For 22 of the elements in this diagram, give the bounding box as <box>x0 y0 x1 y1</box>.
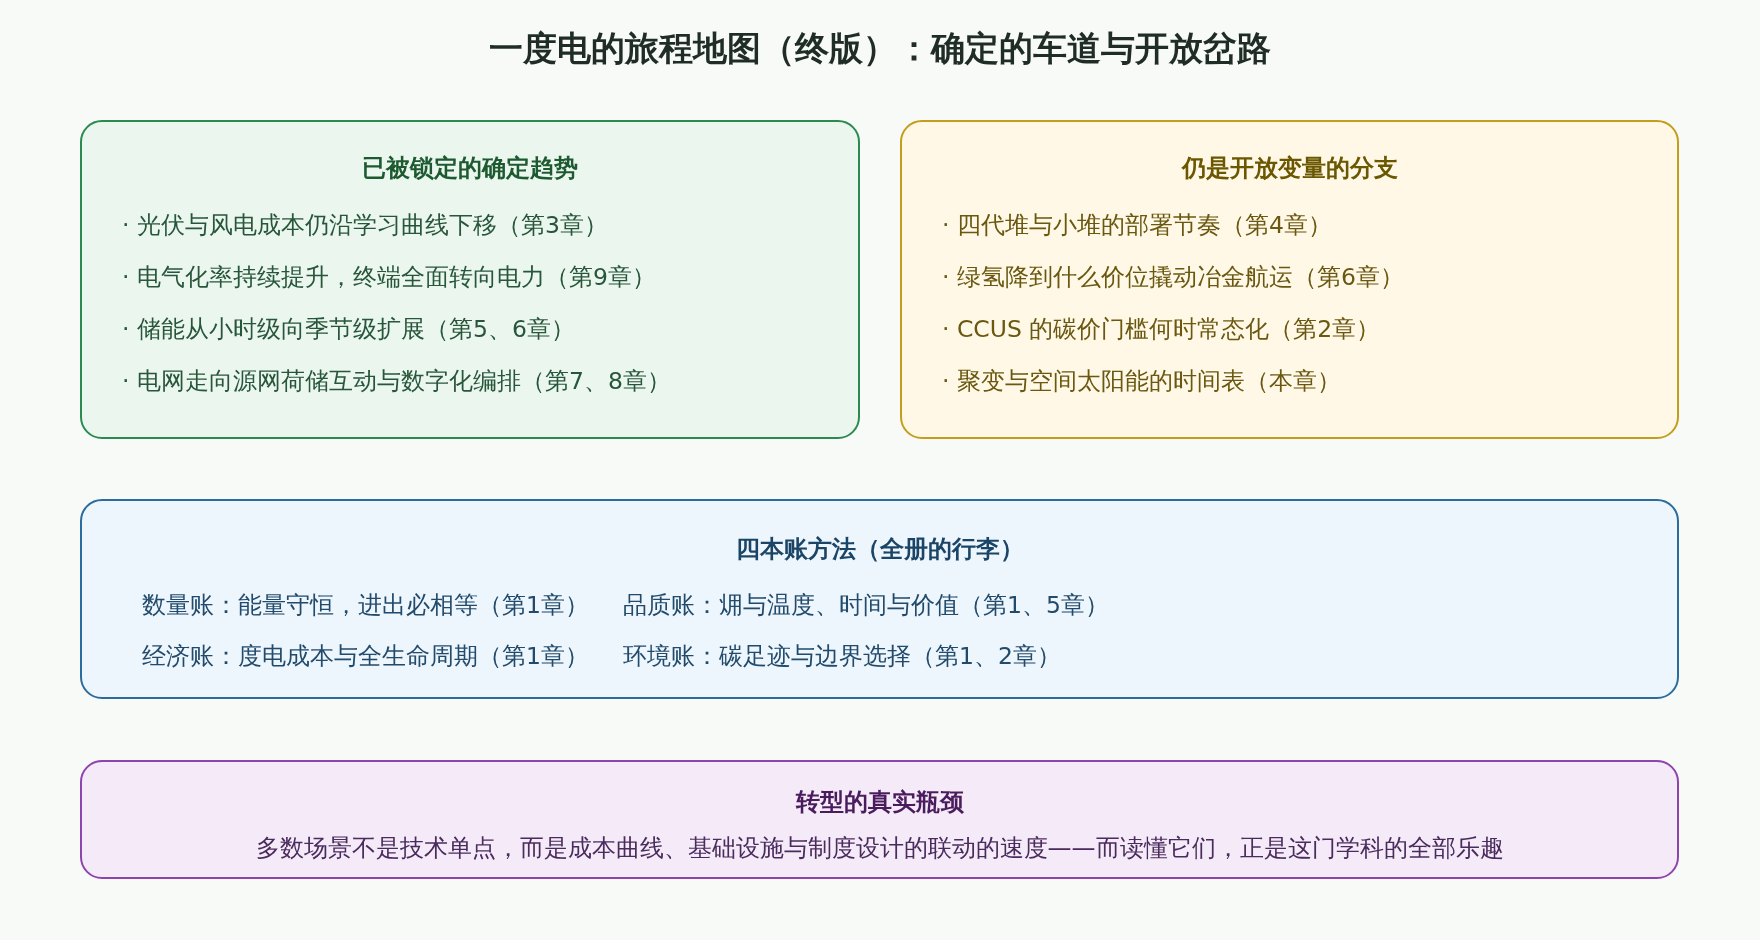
bullet-item: · 电网走向源网荷储互动与数字化编排（第7、8章） <box>122 366 671 397</box>
bullet-item: · 光伏与风电成本仍沿学习曲线下移（第3章） <box>122 210 608 241</box>
ledger-item: 品质账：㶲与温度、时间与价值（第1、5章） <box>622 590 1109 621</box>
ledger-item: 经济账：度电成本与全生命周期（第1章） <box>142 641 589 672</box>
ledger-item: 数量账：能量守恒，进出必相等（第1章） <box>142 590 589 621</box>
summary-text: 多数场景不是技术单点，而是成本曲线、基础设施与制度设计的联动的速度——而读懂它们，正是这门学科的全部乐趣 <box>255 833 1504 864</box>
bullet-item: · CCUS 的碳价门槛何时常态化（第2章） <box>942 314 1381 345</box>
panel-heading: 转型的真实瓶颈 <box>795 787 964 818</box>
info-panel <box>80 760 1679 879</box>
bullet-item: · 电气化率持续提升，终端全面转向电力（第9章） <box>122 262 656 293</box>
bullet-item: · 聚变与空间太阳能的时间表（本章） <box>942 366 1341 397</box>
ledger-item: 环境账：碳足迹与边界选择（第1、2章） <box>622 641 1062 672</box>
info-panel <box>80 499 1679 699</box>
panel-heading: 已被锁定的确定趋势 <box>362 153 578 184</box>
panel-heading: 四本账方法（全册的行李） <box>735 534 1024 565</box>
bullet-item: · 四代堆与小堆的部署节奏（第4章） <box>942 210 1332 241</box>
info-panel <box>900 120 1679 439</box>
diagram-title: 一度电的旅程地图（终版）：确定的车道与开放岔路 <box>488 28 1272 68</box>
panel-heading: 仍是开放变量的分支 <box>1181 153 1398 184</box>
info-panel <box>80 120 860 439</box>
bullet-item: · 绿氢降到什么价位撬动冶金航运（第6章） <box>942 262 1404 293</box>
bullet-item: · 储能从小时级向季节级扩展（第5、6章） <box>122 314 575 345</box>
